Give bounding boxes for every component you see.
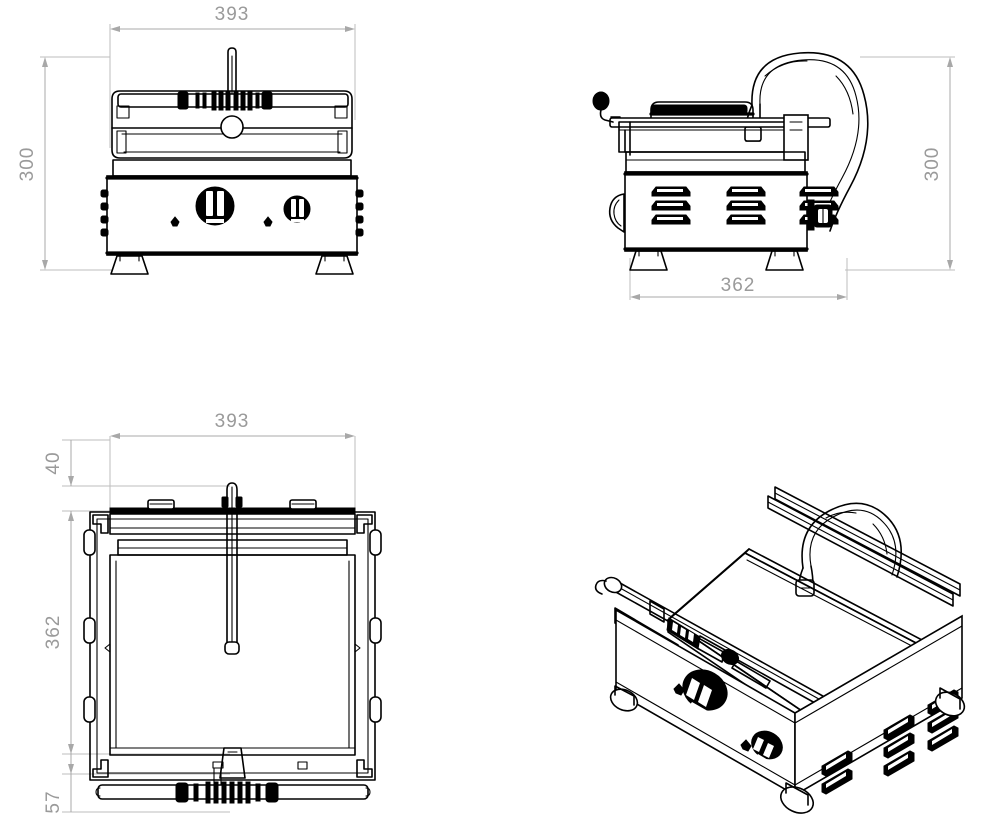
front-width-label: 393 — [215, 4, 250, 25]
front-hinge-bar — [117, 90, 349, 111]
side-depth-dimension: 362 — [629, 258, 848, 300]
iso-rear-rail — [767, 486, 961, 607]
front-indicator-lamps — [170, 216, 273, 227]
top-view-group: 393 40 362 57 — [43, 411, 382, 814]
iso-control-knob-small[interactable] — [747, 726, 788, 766]
front-height-label: 300 — [17, 147, 38, 182]
plan-rear-offset-dimension: 57 — [43, 754, 230, 814]
plan-width-dimension: 393 — [109, 411, 356, 512]
side-height-dimension: 300 — [845, 56, 955, 271]
iso-indicator-lamps — [673, 683, 752, 752]
side-height-label: 300 — [922, 147, 943, 182]
control-knob-large[interactable] — [195, 186, 235, 226]
front-side-vents — [100, 189, 364, 237]
front-view-group: 393 300 — [17, 4, 364, 275]
iso-feet — [609, 685, 966, 814]
side-cable-gland[interactable] — [807, 199, 833, 231]
side-view-group: 300 362 — [592, 51, 955, 300]
plan-lid-handle — [221, 482, 243, 655]
side-lower-plate — [625, 151, 806, 173]
plan-front-offset-dimension: 40 — [43, 439, 230, 487]
iso-view-group — [594, 486, 966, 814]
plan-depth-label: 362 — [43, 615, 64, 650]
plan-rear-offset-label: 57 — [43, 790, 64, 813]
front-lower-plate — [112, 159, 352, 177]
control-knob-small[interactable] — [283, 195, 311, 223]
side-feet — [629, 250, 804, 271]
front-height-dimension: 300 — [17, 56, 112, 271]
iso-control-knob-large[interactable] — [676, 662, 735, 718]
plan-latch-bar — [95, 781, 371, 804]
front-body-panel — [105, 175, 359, 256]
front-width-dimension: 393 — [109, 4, 356, 148]
front-feet — [110, 255, 354, 275]
side-body — [623, 171, 809, 252]
side-lid-top — [649, 101, 755, 123]
plan-front-offset-label: 40 — [43, 451, 64, 474]
plan-side-latches — [83, 529, 382, 723]
side-depth-label: 362 — [721, 275, 756, 296]
front-lid-body — [111, 90, 353, 159]
iso-lock-knob — [666, 617, 771, 689]
side-carrier-frame — [618, 114, 809, 161]
side-drip-handle — [608, 193, 625, 233]
plan-width-label: 393 — [215, 411, 250, 432]
iso-power-cable — [795, 502, 903, 597]
plan-body-frame — [89, 511, 376, 781]
